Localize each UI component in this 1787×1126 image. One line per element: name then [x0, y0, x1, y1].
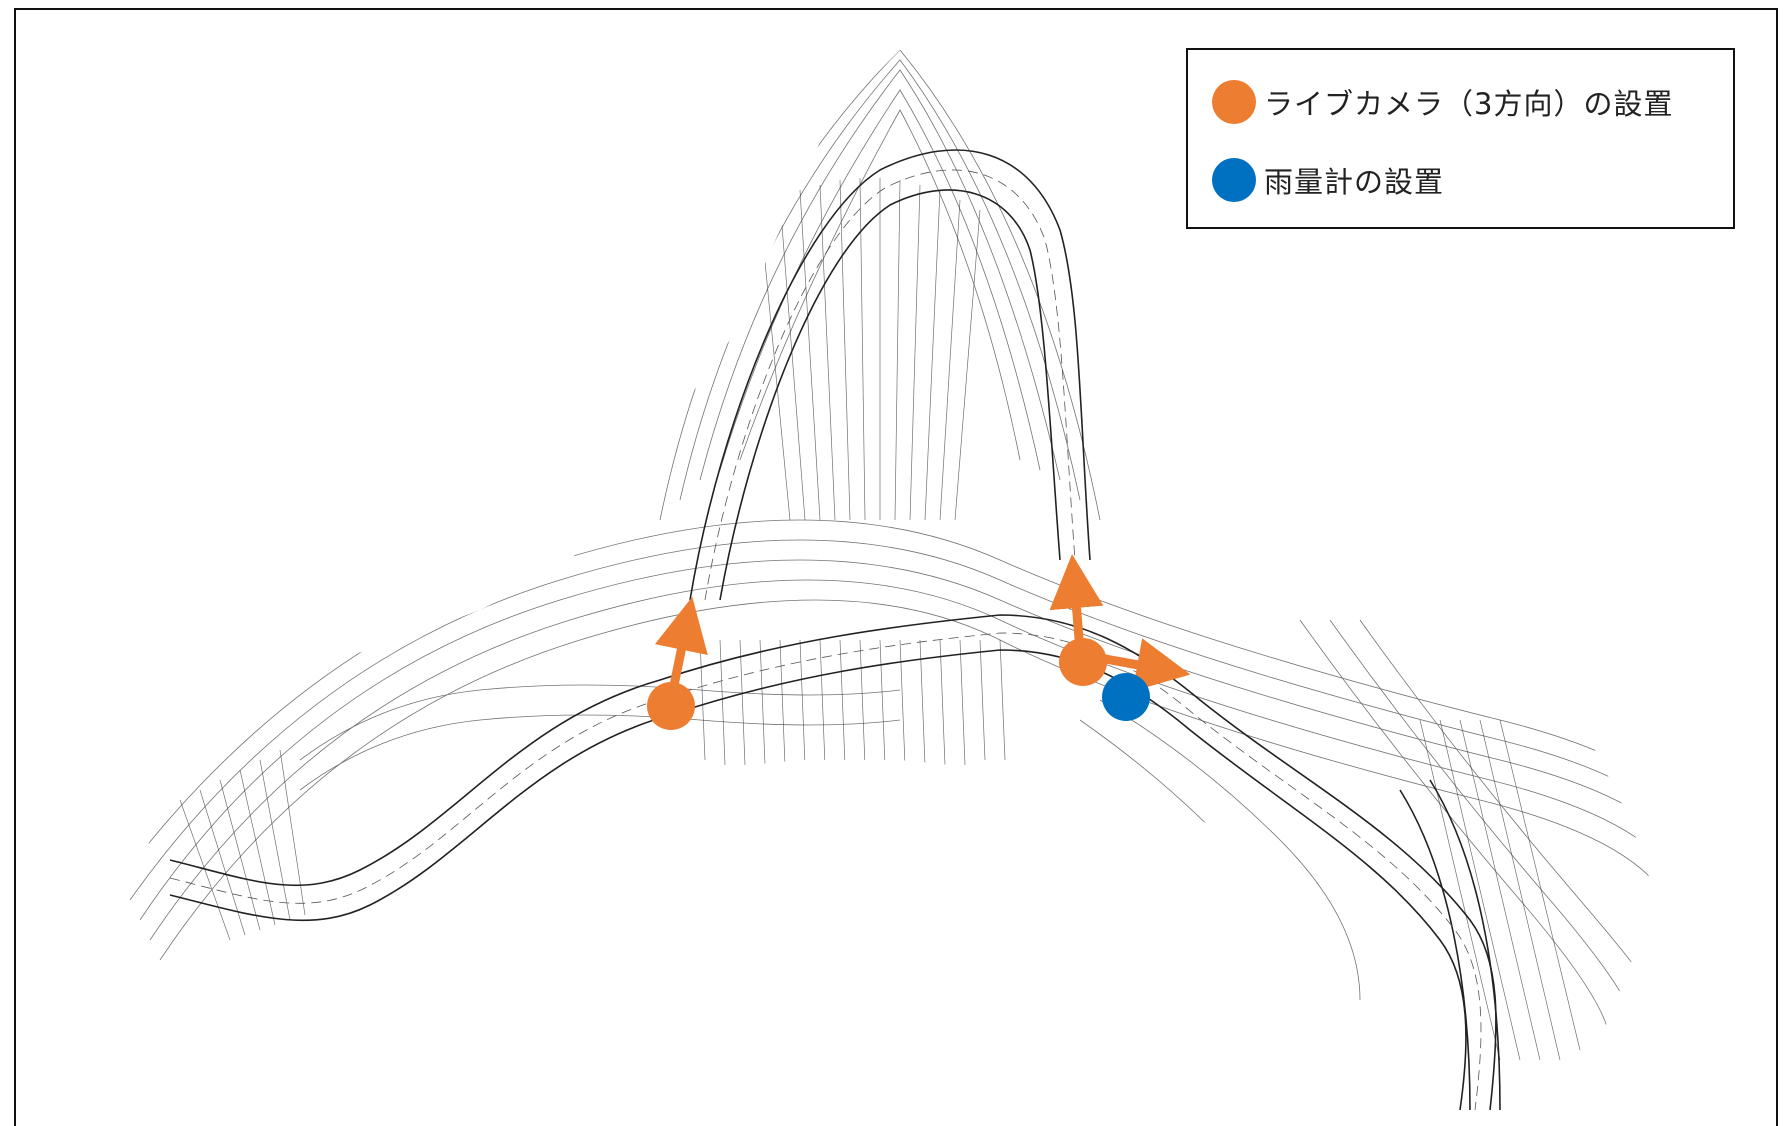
road-centerlines: [169, 169, 1482, 1111]
legend-label-rain-gauge: 雨量計の設置: [1264, 165, 1445, 199]
slope-hatching: [179, 177, 1581, 1061]
live-camera-west-marker: [647, 682, 695, 730]
map-frame: [14, 8, 1778, 1126]
rain-gauge-east-marker: [1102, 673, 1150, 721]
blue-circle-icon: [1212, 158, 1256, 202]
legend-label-live-camera: ライブカメラ（3方向）の設置: [1264, 87, 1674, 121]
map-legend: ライブカメラ（3方向）の設置 雨量計の設置: [1186, 48, 1735, 229]
legend-item-rain-gauge: 雨量計の設置: [1212, 158, 1444, 202]
road-network: [169, 149, 1501, 1111]
camera-east-arrow-east: [1099, 638, 1191, 692]
legend-item-live-camera: ライブカメラ（3方向）の設置: [1212, 80, 1673, 124]
orange-circle-icon: [1212, 80, 1256, 124]
live-camera-east-marker: [1059, 638, 1107, 686]
